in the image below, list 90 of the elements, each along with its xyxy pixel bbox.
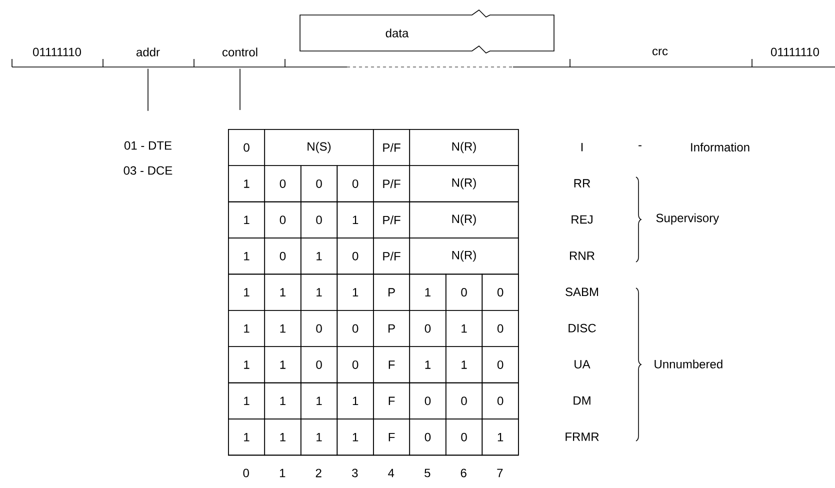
field-label: crc [652,48,668,56]
table-cell: 1 [446,310,483,347]
table-cell: 1 [482,418,519,456]
table-cell: 0 [482,346,519,384]
table-cell: 0 [446,274,483,311]
class-label: Unnumbered [654,360,722,368]
table-cell: 1 [228,382,266,420]
table-cell: 1 [336,382,374,420]
data-box: data [300,9,554,54]
table-cell: 1 [228,238,266,275]
table-cell: 1 [300,382,338,420]
table-cell: 1 [336,418,374,456]
table-cell: 0 [228,129,266,166]
table-cell: 0 [264,201,302,238]
bit-number: 6 [460,468,466,478]
table-cell: 0 [482,382,519,420]
table-cell: 1 [228,274,266,311]
field-label: control [222,48,258,56]
table-cell: 0 [409,418,446,456]
table-cell: 1 [264,310,302,347]
table-cell: 0 [300,346,338,384]
table-cell: 0 [300,165,338,202]
table-cell: 1 [300,238,338,275]
table-cell: F [373,382,410,420]
field-label: addr [136,48,160,56]
table-cell: 0 [300,201,338,238]
class-label: Information [691,142,750,152]
field-label: 01111110 [33,48,81,56]
frame-type: DM [574,396,590,405]
frame-type: FRMR [566,432,599,441]
frame-type: I [581,142,583,152]
bit-number: 4 [388,468,394,478]
table-cell: P/F [373,201,410,238]
table-cell: N(R) [409,165,519,202]
table-cell: 1 [228,418,266,456]
bit-number: 5 [424,468,430,478]
bit-number: 0 [243,468,249,478]
table-cell: 1 [300,418,338,456]
table-cell: 1 [264,418,302,456]
table-cell: P [373,310,410,347]
dash: - [638,145,642,146]
table-cell: 1 [228,310,266,347]
frame-type: SABM [566,288,598,296]
table-cell: 1 [264,274,302,311]
table-cell: 0 [336,238,374,275]
table-cell: 0 [446,418,483,456]
table-cell: 0 [409,382,446,420]
address-values: 01 - DTE 03 - DCE [124,141,172,175]
table-cell: 1 [409,274,446,311]
frame-type: RNR [570,252,594,260]
table-cell: P/F [373,129,410,166]
table-cell: 1 [409,346,446,384]
table-cell: 1 [300,274,338,311]
table-cell: N(R) [409,129,519,166]
table-cell: N(S) [264,129,374,166]
frame-type: DISC [568,324,596,332]
table-cell: 1 [336,274,374,311]
bit-number: 7 [497,468,503,478]
table-cell: 0 [482,310,519,347]
table-cell: 0 [336,346,374,384]
bit-number: 2 [316,468,322,478]
bit-number: 1 [280,468,286,478]
table-cell: 0 [264,165,302,202]
frame-type: UA [574,360,590,368]
frame-type: RR [574,179,590,188]
frame-type: REJ [572,215,592,224]
table-cell: P/F [373,238,410,275]
table-cell: F [373,346,410,384]
table-cell: 0 [409,310,446,347]
table-cell: P/F [373,165,410,202]
table-cell: N(R) [409,238,519,275]
table-cell: 1 [228,201,266,238]
table-cell: 0 [336,165,374,202]
table-cell: 1 [446,346,483,384]
table-cell: 1 [264,346,302,384]
table-cell: F [373,418,410,456]
bit-number: 3 [352,468,358,478]
table-cell: 0 [264,238,302,275]
table-cell: 0 [482,274,519,311]
table-cell: 0 [446,382,483,420]
table-cell: N(R) [409,201,519,238]
table-cell: 1 [228,165,266,202]
table-cell: 0 [336,310,374,347]
class-label: Supervisory [656,213,720,225]
table-cell: 0 [300,310,338,347]
table-cell: P [373,274,410,311]
field-label: 01111110 [771,48,819,56]
table-cell: 1 [336,201,374,238]
table-cell: 1 [228,346,266,384]
table-cell: 1 [264,382,302,420]
